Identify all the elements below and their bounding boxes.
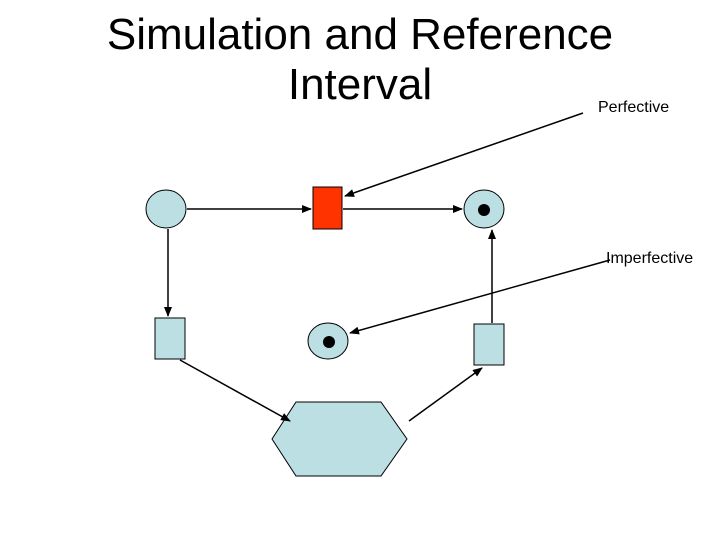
imperfective-label: Imperfective bbox=[606, 250, 694, 267]
slide-title: Simulation and Reference Interval bbox=[60, 10, 660, 110]
top-right-token bbox=[478, 204, 490, 216]
arc-left-to-hexagon bbox=[179, 359, 291, 422]
hexagon-node bbox=[271, 401, 408, 477]
perfective-label: Perfective bbox=[598, 99, 670, 116]
title-line-2: Interval bbox=[287, 60, 433, 109]
perfective-pointer bbox=[344, 112, 584, 197]
title-line-1: Simulation and Reference bbox=[106, 10, 614, 59]
left-transition bbox=[154, 317, 186, 360]
arc-hexagon-to-right bbox=[408, 367, 483, 422]
right-transition bbox=[473, 323, 505, 366]
start-place bbox=[145, 189, 187, 229]
perfective-transition bbox=[312, 186, 343, 230]
imperfective-pointer bbox=[349, 259, 611, 335]
imperfective-token bbox=[323, 336, 335, 348]
